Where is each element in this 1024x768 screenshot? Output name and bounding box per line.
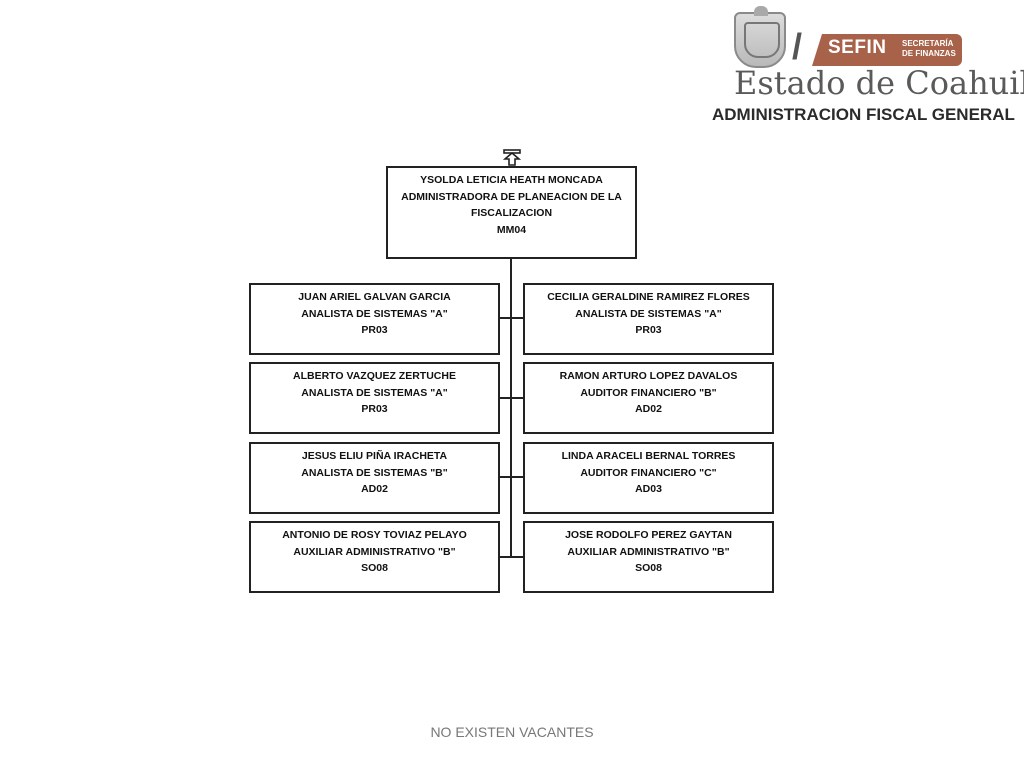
sefin-sub-line-1: SECRETARÍA	[902, 39, 954, 48]
person-name: JOSE RODOLFO PEREZ GAYTAN	[565, 529, 732, 541]
person-code: SO08	[635, 562, 662, 574]
person-code: PR03	[361, 403, 388, 415]
person-name: ALBERTO VAZQUEZ ZERTUCHE	[293, 370, 456, 382]
sefin-subtitle: SECRETARÍA DE FINANZAS	[902, 39, 956, 59]
person-name: LINDA ARACELI BERNAL TORRES	[561, 450, 736, 462]
head-name: YSOLDA LETICIA HEATH MONCADA	[420, 174, 603, 186]
connector-row-4	[498, 556, 524, 558]
person-code: AD03	[635, 483, 662, 495]
sefin-badge: SEFIN SECRETARÍA DE FINANZAS	[812, 34, 962, 66]
sefin-brand: SEFIN	[828, 37, 887, 58]
person-name: CECILIA GERALDINE RAMIREZ FLORES	[547, 291, 750, 303]
vacancy-note: NO EXISTEN VACANTES	[430, 724, 594, 740]
connector-trunk	[510, 258, 512, 557]
person-name: JESUS ELIU PIÑA IRACHETA	[301, 450, 448, 462]
person-title: ANALISTA DE SISTEMAS "A"	[301, 307, 448, 320]
person-title: ANALISTA DE SISTEMAS "A"	[575, 307, 722, 320]
slash-divider: /	[792, 26, 803, 67]
org-box-left-4: ANTONIO DE ROSY TOVIAZ PELAYO AUXILIAR A…	[249, 521, 500, 593]
head-title-line-2: FISCALIZACION	[470, 207, 553, 219]
header-logo: / SEFIN SECRETARÍA DE FINANZAS Estado de…	[700, 6, 1024, 128]
sefin-sub-line-2: DE FINANZAS	[902, 49, 956, 58]
org-box-left-2: ALBERTO VAZQUEZ ZERTUCHE ANALISTA DE SIS…	[249, 362, 500, 434]
org-box-right-1: CECILIA GERALDINE RAMIREZ FLORES ANALIST…	[523, 283, 774, 355]
connector-row-3	[498, 476, 524, 478]
org-box-right-2: RAMON ARTURO LOPEZ DAVALOS AUDITOR FINAN…	[523, 362, 774, 434]
up-arrow-icon	[503, 149, 521, 166]
org-head-box: YSOLDA LETICIA HEATH MONCADA ADMINISTRAD…	[386, 166, 637, 259]
person-title: AUDITOR FINANCIERO "C"	[580, 466, 717, 479]
org-box-right-3: LINDA ARACELI BERNAL TORRES AUDITOR FINA…	[523, 442, 774, 514]
connector-row-2	[498, 397, 524, 399]
person-title: AUXILIAR ADMINISTRATIVO "B"	[293, 545, 456, 558]
person-code: SO08	[361, 562, 388, 574]
agency-name: ADMINISTRACION FISCAL GENERAL	[712, 105, 1015, 124]
person-code: AD02	[361, 483, 388, 495]
head-title-line-1: ADMINISTRADORA DE PLANEACION DE LA	[401, 190, 622, 203]
org-box-left-1: JUAN ARIEL GALVAN GARCIA ANALISTA DE SIS…	[249, 283, 500, 355]
person-code: PR03	[361, 324, 388, 336]
person-code: AD02	[635, 403, 662, 415]
person-code: PR03	[635, 324, 662, 336]
person-title: AUDITOR FINANCIERO "B"	[580, 386, 717, 399]
connector-row-1	[498, 317, 524, 319]
coat-of-arms-icon	[734, 6, 786, 68]
person-name: ANTONIO DE ROSY TOVIAZ PELAYO	[282, 529, 467, 541]
person-title: ANALISTA DE SISTEMAS "B"	[301, 466, 448, 479]
person-title: AUXILIAR ADMINISTRATIVO "B"	[567, 545, 730, 558]
head-code: MM04	[496, 223, 527, 236]
org-box-left-3: JESUS ELIU PIÑA IRACHETA ANALISTA DE SIS…	[249, 442, 500, 514]
person-name: JUAN ARIEL GALVAN GARCIA	[298, 291, 451, 303]
person-name: RAMON ARTURO LOPEZ DAVALOS	[559, 370, 738, 382]
state-name: Estado de Coahuila	[734, 64, 1024, 102]
person-title: ANALISTA DE SISTEMAS "A"	[301, 386, 448, 399]
org-box-right-4: JOSE RODOLFO PEREZ GAYTAN AUXILIAR ADMIN…	[523, 521, 774, 593]
